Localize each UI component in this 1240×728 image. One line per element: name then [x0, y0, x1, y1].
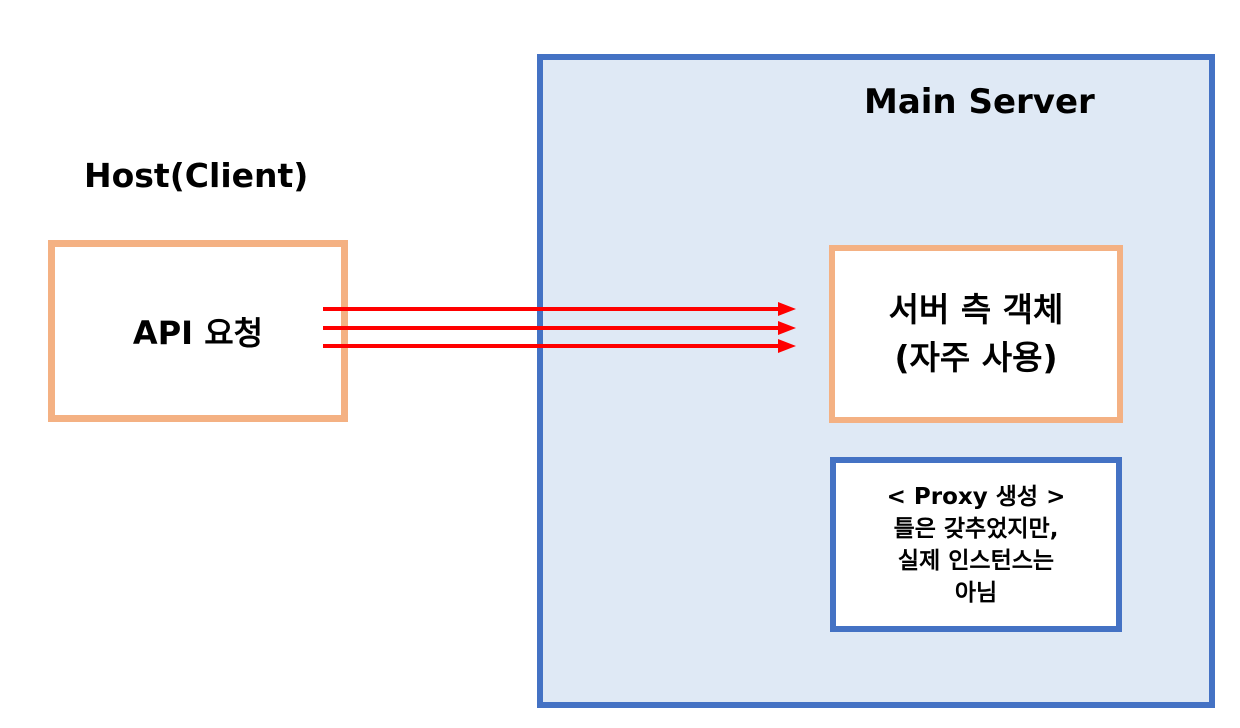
server-object-line-1: 서버 측 객체 [888, 290, 1064, 329]
proxy-box: < Proxy 생성 > 틀은 갖추었지만, 실제 인스턴스는 아님 [830, 457, 1122, 632]
server-object-box: 서버 측 객체 (자주 사용) [829, 245, 1123, 423]
api-request-box: API 요청 [48, 240, 348, 422]
main-server-title: Main Server [864, 82, 1095, 122]
proxy-line-2: 틀은 갖추었지만, [893, 515, 1059, 542]
host-title: Host(Client) [84, 156, 309, 195]
server-object-line-2: (자주 사용) [894, 338, 1058, 377]
proxy-line-3: 실제 인스턴스는 [897, 547, 1055, 574]
proxy-line-4: 아님 [954, 579, 998, 606]
api-request-label: API 요청 [132, 314, 264, 352]
proxy-line-1: < Proxy 생성 > [886, 483, 1066, 510]
